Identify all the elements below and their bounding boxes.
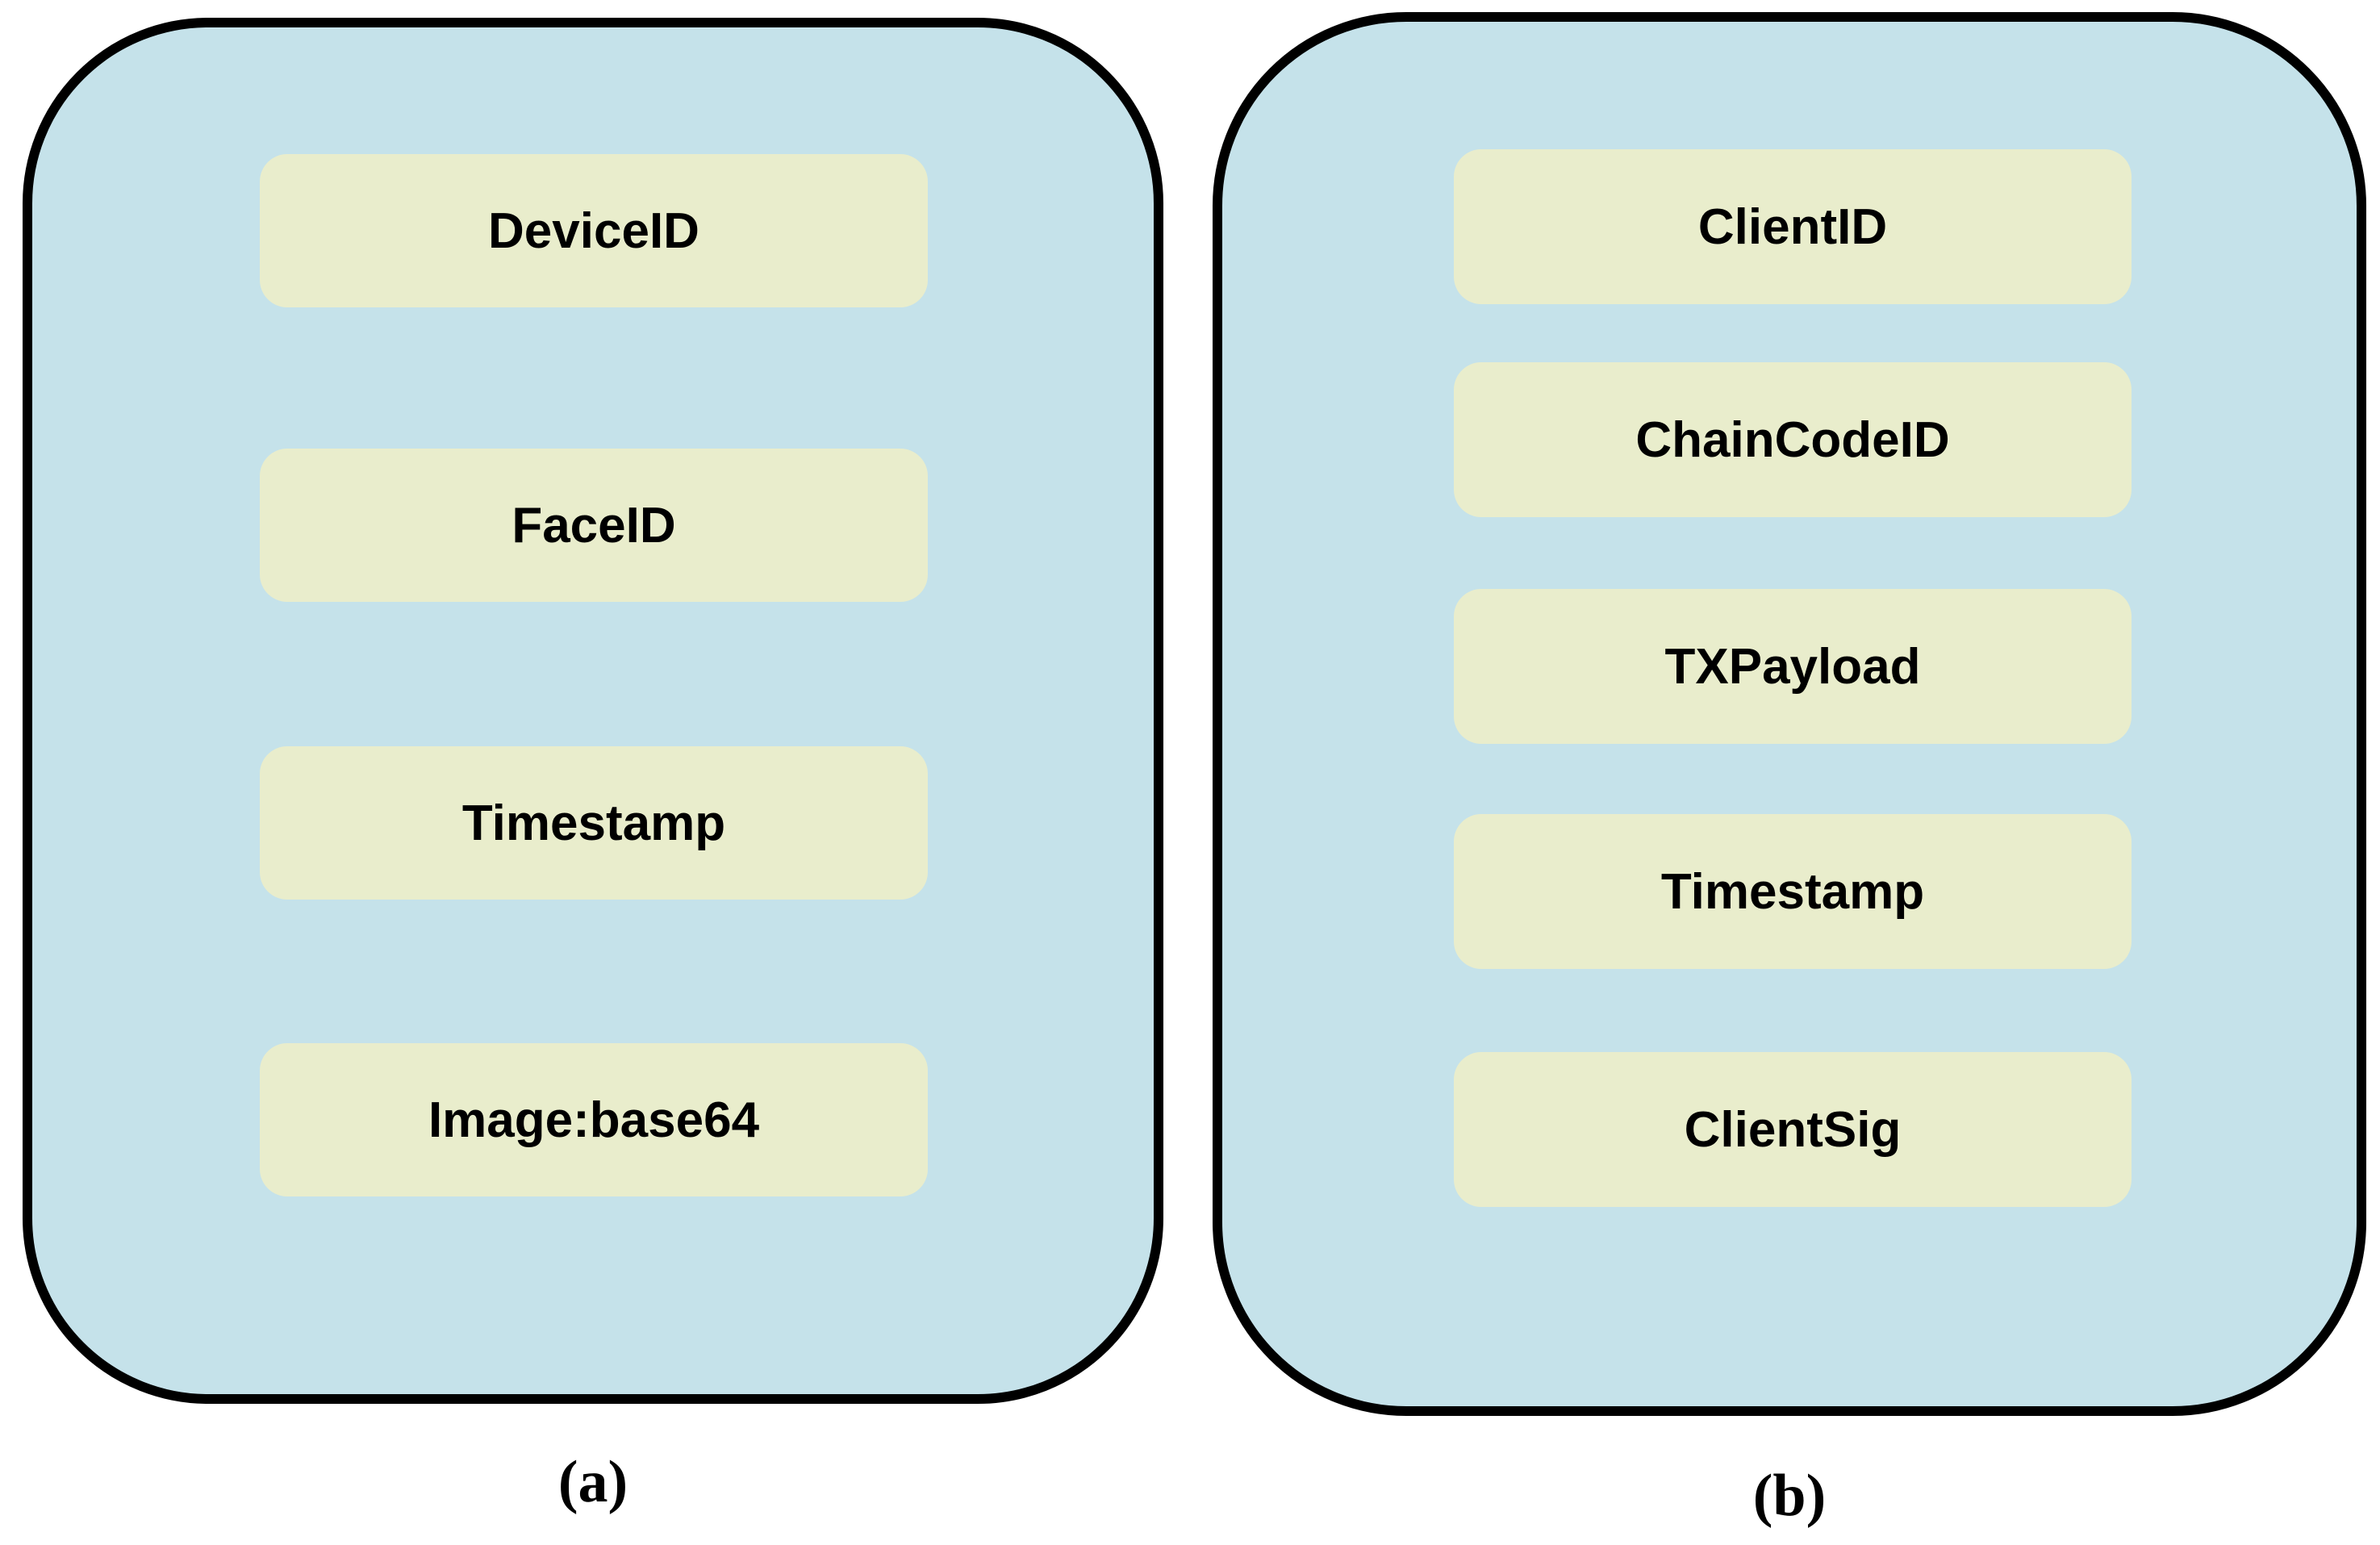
field-tx-payload: TXPayload [1454,589,2132,744]
panel-b-transaction-record: ClientID ChainCodeID TXPayload Timestamp… [1213,12,2366,1416]
field-timestamp-b: Timestamp [1454,814,2132,969]
field-device-id: DeviceID [260,154,928,307]
field-client-sig: ClientSig [1454,1052,2132,1207]
field-face-id: FaceID [260,449,928,602]
field-client-id: ClientID [1454,149,2132,304]
panel-a-face-record: DeviceID FaceID Timestamp Image:base64 [23,18,1163,1404]
caption-panel-a: (a) [557,1449,628,1515]
field-timestamp-a: Timestamp [260,746,928,900]
field-image-base64: Image:base64 [260,1043,928,1196]
field-chaincode-id: ChainCodeID [1454,362,2132,517]
caption-panel-b: (b) [1752,1463,1827,1529]
